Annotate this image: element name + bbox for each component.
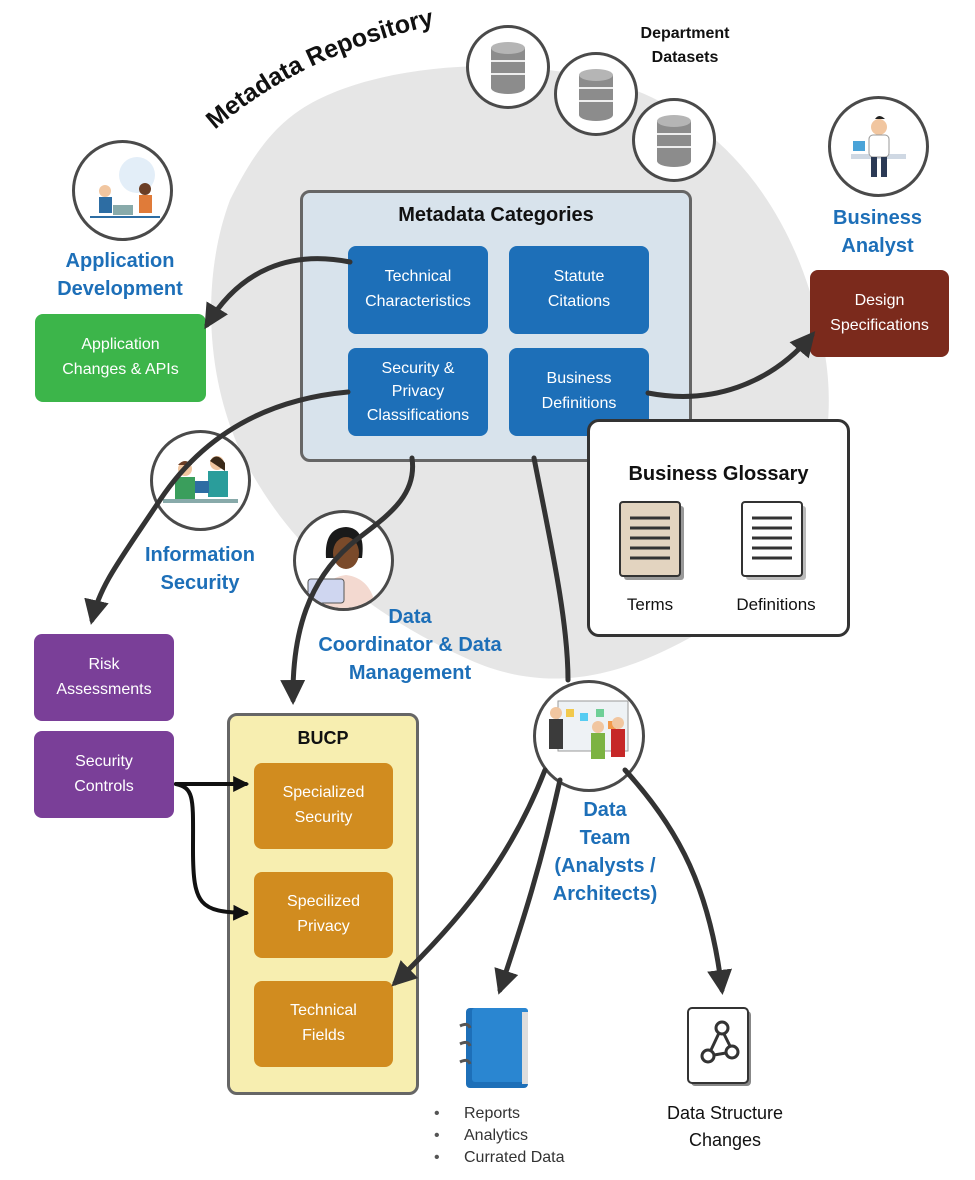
data-team-label: Data Team (Analysts / Architects) bbox=[552, 799, 658, 905]
team-at-laptops-icon bbox=[90, 157, 160, 218]
design-specifications-box: Design Specifications bbox=[810, 270, 949, 357]
arrow-to-app-changes bbox=[204, 256, 353, 330]
application-development-avatar bbox=[72, 140, 173, 241]
document-icon bbox=[619, 501, 684, 580]
application-development-label: Application Development bbox=[57, 250, 183, 300]
bucp-specialized-privacy: Specilized Privacy bbox=[254, 872, 393, 958]
database-icon bbox=[491, 42, 525, 94]
bucp-title: BUCP bbox=[297, 728, 349, 748]
category-security-privacy: Security & Privacy Classifications bbox=[348, 348, 488, 436]
category-technical-characteristics: Technical Characteristics bbox=[348, 246, 488, 334]
glossary-terms-label: Terms bbox=[626, 595, 674, 614]
category-statute-citations: Statute Citations bbox=[509, 246, 649, 334]
security-controls-box: Security Controls bbox=[34, 731, 174, 818]
list-item: Analytics bbox=[432, 1125, 612, 1147]
metadata-categories-title: Metadata Categories bbox=[398, 204, 594, 226]
arrow-to-bucp bbox=[280, 455, 416, 705]
category-business-definitions: Business Definitions bbox=[509, 348, 649, 436]
information-security-label: Information Security bbox=[145, 544, 255, 594]
database-icon bbox=[579, 69, 613, 121]
data-coordinator-label: Data Coordinator & Data Management bbox=[318, 606, 502, 684]
list-item: Currated Data bbox=[432, 1147, 612, 1169]
reports-list: Reports Analytics Currated Data bbox=[432, 1103, 612, 1169]
data-coordinator-avatar bbox=[293, 510, 394, 611]
arrow-to-technical-fields bbox=[391, 767, 548, 987]
department-datasets-label: Department Datasets bbox=[640, 25, 730, 66]
dataset-circle-3 bbox=[632, 98, 716, 182]
database-icon bbox=[657, 115, 691, 167]
dataset-circle-2 bbox=[554, 52, 638, 136]
arrow-to-design-specs bbox=[645, 331, 816, 399]
glossary-definitions-label: Definitions bbox=[736, 595, 816, 614]
data-structure-changes-label: Data Structure Changes bbox=[666, 1103, 784, 1150]
information-security-avatar bbox=[150, 430, 251, 531]
data-structure-icon bbox=[687, 1007, 751, 1086]
document-icon bbox=[741, 501, 806, 580]
arrow-to-data-structure bbox=[622, 767, 733, 995]
team-at-whiteboard-icon bbox=[549, 700, 629, 759]
person-at-desk-icon bbox=[851, 116, 906, 177]
business-analyst-label: Business Analyst bbox=[833, 207, 922, 257]
arrow-to-reports bbox=[494, 777, 563, 995]
line-to-data-team bbox=[531, 455, 571, 683]
arrow-to-specialized-privacy bbox=[174, 782, 250, 921]
business-glossary-title: Business Glossary bbox=[628, 463, 809, 485]
business-analyst-avatar bbox=[828, 96, 929, 197]
dataset-circle-1 bbox=[466, 25, 550, 109]
risk-assessments-box: Risk Assessments bbox=[34, 634, 174, 721]
bucp-technical-fields: Technical Fields bbox=[254, 981, 393, 1067]
bucp-specialized-security: Specialized Security bbox=[254, 763, 393, 849]
arrow-to-risk bbox=[84, 389, 351, 625]
list-item: Reports bbox=[432, 1103, 612, 1125]
application-changes-box: Application Changes & APIs bbox=[35, 314, 206, 402]
notebook-icon bbox=[459, 1008, 528, 1088]
